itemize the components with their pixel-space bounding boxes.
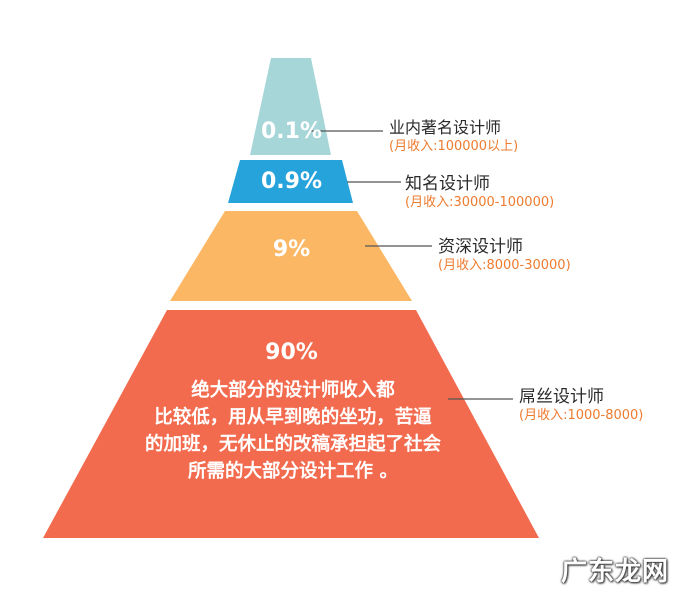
tier-third-shape	[170, 211, 412, 301]
tier-base-percent: 90%	[265, 340, 318, 365]
tier-base-title: 屌丝设计师	[519, 387, 604, 407]
description-line: 比较低，用从早到晚的坐功，苦逼	[154, 407, 432, 428]
tier-second-shape	[228, 160, 353, 203]
tier-third-label: 资深设计师 (月收入:8000-30000)	[438, 237, 571, 275]
watermark-text: 广东龙网	[560, 557, 669, 587]
tier-second-label: 知名设计师 (月收入:30000-100000)	[405, 174, 554, 212]
tier-base-income: (月收入:1000-8000)	[519, 408, 644, 423]
description-line: 绝大部分的设计师收入都	[191, 380, 395, 401]
tier-top-label: 业内著名设计师 (月收入:100000以上)	[389, 118, 518, 156]
tier-base-shape	[43, 310, 539, 538]
tier-top-percent: 0.1%	[260, 119, 322, 144]
tier-second-title: 知名设计师	[405, 174, 490, 194]
tier-third-percent: 9%	[272, 237, 311, 262]
description-line: 的加班，无休止的改稿承担起了社会	[144, 434, 441, 455]
description-line: 所需的大部分设计工作 。	[188, 461, 398, 482]
tier-third-title: 资深设计师	[438, 237, 523, 257]
tier-top-shape	[250, 58, 331, 155]
tier-base-label: 屌丝设计师 (月收入:1000-8000)	[519, 387, 643, 425]
tier-second-income: (月收入:30000-100000)	[405, 195, 555, 210]
tier-top-title: 业内著名设计师	[389, 118, 502, 137]
tier-base-description: 绝大部分的设计师收入都 比较低，用从早到晚的坐功，苦逼 的加班，无休止的改稿承担…	[93, 377, 493, 485]
tier-second-percent: 0.9%	[260, 169, 322, 194]
tier-third-income: (月收入:8000-30000)	[438, 258, 571, 273]
tier-top-income: (月收入:100000以上)	[389, 139, 519, 154]
